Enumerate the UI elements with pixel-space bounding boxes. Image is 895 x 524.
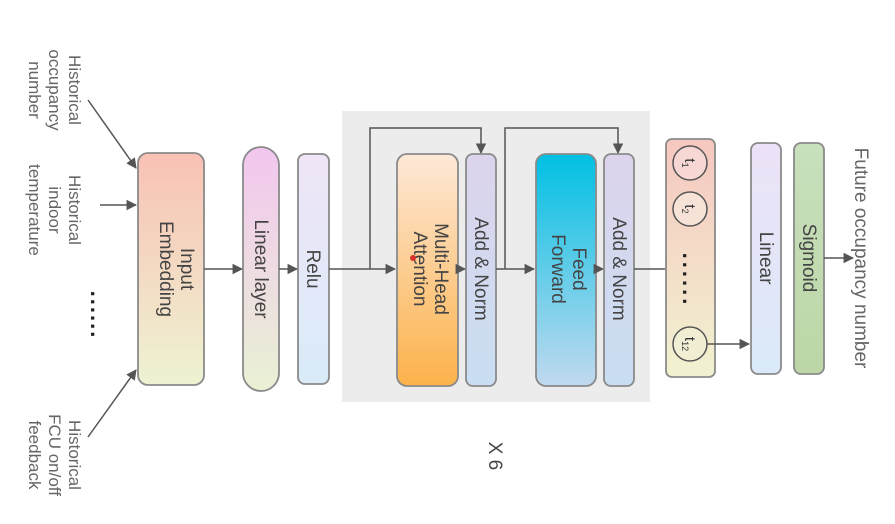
svg-text:Multi-Head: Multi-Head: [430, 223, 451, 315]
multi-head-attention-block: Multi-Head Attention: [396, 153, 459, 387]
svg-text:Linear layer: Linear layer: [250, 219, 271, 319]
output-label: Future occupancy number: [850, 148, 871, 369]
svg-text:Embedding: Embedding: [155, 221, 176, 317]
svg-text:Relu: Relu: [302, 249, 323, 288]
token-sequence-panel: t1 t2 ...... t12: [665, 138, 716, 378]
sigmoid-block: Sigmoid: [793, 142, 825, 375]
svg-text:occupancy: occupancy: [45, 49, 64, 131]
arrow-fcu-to-embedding: [87, 369, 137, 438]
token-t12: t12: [672, 326, 708, 362]
token-ellipsis: ......: [678, 253, 703, 308]
svg-text:FCU on/off: FCU on/off: [45, 414, 64, 496]
input-embedding-block: Input Embedding: [137, 152, 205, 386]
svg-text:Attention: Attention: [409, 232, 430, 307]
svg-text:Add & Norm: Add & Norm: [608, 217, 629, 320]
svg-text:t2: t2: [680, 204, 698, 213]
linear-layer-block: Linear layer: [242, 146, 280, 392]
add-norm-block-1: Add & Norm: [465, 153, 497, 387]
svg-text:Historical: Historical: [65, 55, 84, 125]
residual-connection-2: [504, 127, 624, 269]
repeat-count-label: X 6: [484, 442, 505, 471]
svg-text:indoor: indoor: [45, 186, 64, 234]
add-norm-block-2: Add & Norm: [603, 153, 635, 387]
svg-text:feedback: feedback: [25, 421, 44, 490]
feed-forward-block: Feed Forward: [535, 153, 597, 387]
residual-connection-1: [369, 127, 487, 269]
svg-text:Linear: Linear: [755, 232, 776, 285]
svg-text:temperature: temperature: [25, 164, 44, 256]
svg-text:t1: t1: [680, 158, 698, 167]
input-historical-indoor-temperature: Historical indoor temperature: [25, 164, 84, 256]
svg-text:Forward: Forward: [547, 234, 568, 304]
token-t2: t2: [672, 191, 708, 227]
svg-text:Feed: Feed: [568, 247, 589, 290]
svg-text:Sigmoid: Sigmoid: [798, 224, 819, 293]
svg-text:Add & Norm: Add & Norm: [470, 217, 491, 320]
relu-block: Relu: [297, 153, 330, 385]
svg-text:Historical: Historical: [65, 175, 84, 245]
input-ellipsis: ......: [86, 291, 111, 340]
linear-block: Linear: [750, 142, 782, 375]
svg-text:Input: Input: [176, 248, 197, 291]
input-historical-fcu-feedback: Historical FCU on/off feedback: [25, 414, 84, 496]
input-historical-occupancy: Historical occupancy number: [25, 49, 84, 131]
token-t1: t1: [672, 145, 708, 181]
svg-text:number: number: [25, 61, 44, 119]
arrow-occupancy-to-embedding: [87, 99, 137, 169]
svg-text:Historical: Historical: [65, 420, 84, 490]
